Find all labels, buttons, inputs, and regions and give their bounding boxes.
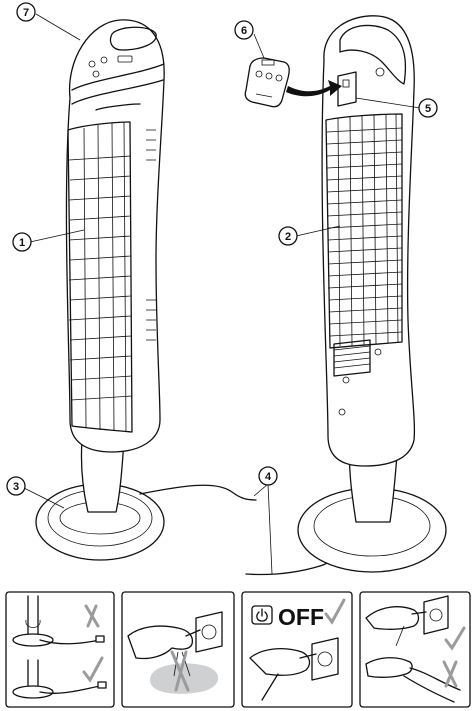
cross-icon	[84, 604, 100, 628]
button-icon	[92, 70, 100, 78]
rear-fan-body	[321, 15, 416, 467]
callout-6: 6	[234, 20, 254, 40]
side-vents	[146, 129, 156, 341]
front-tower-fan	[35, 19, 165, 561]
check-icon	[324, 598, 346, 625]
rear-grille	[325, 113, 403, 416]
control-panel	[71, 63, 165, 105]
cross-icon	[170, 650, 190, 692]
insert-arrow-icon	[286, 80, 342, 97]
front-fan-body	[65, 19, 165, 453]
check-icon	[82, 656, 104, 683]
callout-number: 5	[425, 103, 431, 115]
remote-button-icon	[275, 74, 283, 82]
power-cord	[139, 484, 257, 501]
callout-number: 2	[285, 231, 291, 243]
button-icon	[88, 60, 96, 68]
callout-number: 4	[265, 471, 272, 483]
remote-button-icon	[255, 70, 263, 78]
callout-number: 3	[13, 481, 19, 493]
remote-control	[244, 57, 290, 108]
callout-1: 1	[12, 232, 32, 252]
callout-number: 1	[19, 237, 25, 249]
safety-panel-switch-off: OFF	[241, 591, 353, 708]
cross-icon	[442, 660, 458, 688]
callout-number: 7	[23, 7, 29, 19]
callout-2: 2	[278, 226, 298, 246]
safety-panel-pull-plug	[359, 591, 471, 708]
callout-leaders	[23, 13, 421, 575]
callout-3: 3	[6, 476, 26, 496]
callout-4: 4	[258, 466, 278, 486]
remote-button-icon	[265, 72, 273, 80]
callout-5: 5	[418, 98, 438, 118]
callout-7: 7	[16, 2, 36, 22]
check-icon	[444, 626, 466, 651]
front-grille	[67, 103, 141, 433]
safety-panel-wet-hands	[121, 591, 235, 708]
off-label: OFF	[278, 604, 324, 630]
carry-handle	[339, 24, 407, 85]
safety-panel-cord-position	[5, 591, 115, 708]
rear-tower-fan	[297, 15, 447, 573]
callout-number: 6	[241, 25, 247, 37]
button-icon	[100, 56, 108, 64]
remote-holder	[337, 71, 357, 107]
power-icon	[256, 608, 268, 622]
